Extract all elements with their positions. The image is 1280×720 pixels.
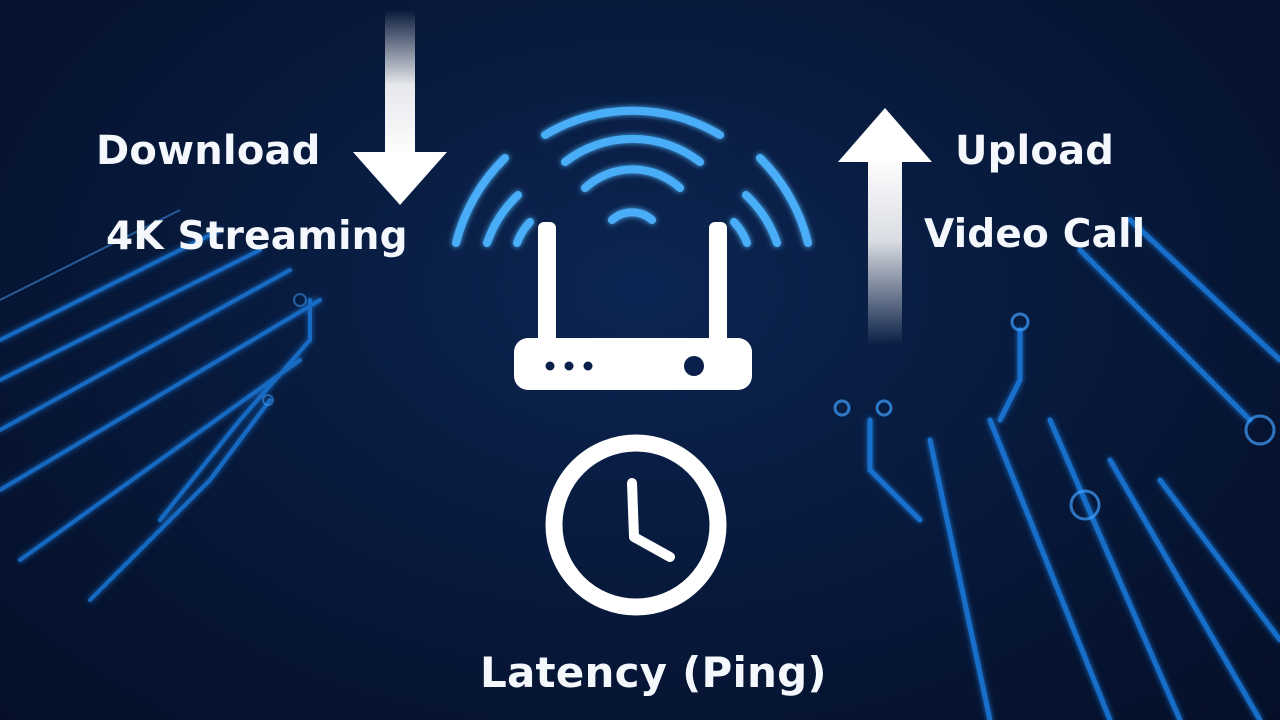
router-icon xyxy=(514,222,752,390)
video-call-label: Video Call xyxy=(924,212,1146,257)
upload-arrow-icon xyxy=(838,108,932,345)
clock-icon xyxy=(545,434,727,616)
download-label: Download xyxy=(96,128,321,174)
streaming-label: 4K Streaming xyxy=(106,214,408,259)
upload-label: Upload xyxy=(955,128,1115,174)
wifi-signal-icon xyxy=(452,106,812,247)
latency-label: Latency (Ping) xyxy=(480,648,827,697)
download-arrow-icon xyxy=(353,10,447,205)
